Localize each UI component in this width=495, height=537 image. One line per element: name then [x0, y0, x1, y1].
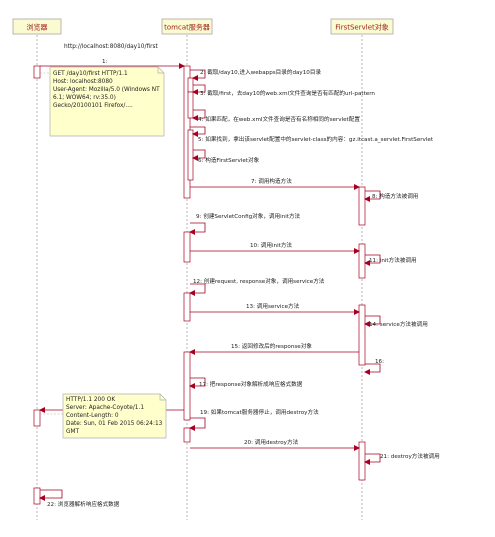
response-note-line-4: Date: Sun, 01 Feb 2015 06:24:13: [66, 421, 163, 427]
msg-label-22: 22: 浏览器解析响应格式数据: [47, 500, 120, 508]
activation-servlet-2: [358, 243, 366, 279]
arrow-msg-19: [189, 417, 206, 431]
activation-browser-1: [33, 65, 41, 79]
arrow-msg-8: [364, 190, 381, 202]
msg-label-9: 9: 创建ServletConfig对象，调用init方法: [196, 212, 301, 220]
msg-label-13: 13: 调用service方法: [246, 302, 300, 310]
msg-label-4: 4: 如果匹配，在web.xml文件查询是否有名称相同的servlet配置: [198, 115, 360, 123]
arrow-msg-11: [364, 254, 381, 266]
arrow-msg-5: [190, 126, 206, 137]
activation-servlet-1: [358, 186, 366, 226]
msg-label-10: 10: 调用init方法: [250, 241, 292, 249]
msg-label-15: 15: 返回修改后的response对象: [231, 342, 312, 350]
participant-servlet-label: FirstServlet对象: [335, 23, 389, 32]
arrow-msg-17: [189, 377, 206, 389]
arrow-msg-16: [364, 363, 381, 375]
arrow-msg-6: [192, 149, 206, 161]
participant-tomcat: tomcat服务器: [161, 18, 213, 35]
msg-label-2: 2: 截取/day10,进入webapps目录的day10目录: [200, 68, 321, 76]
msg-label-16: 16:: [375, 359, 384, 365]
participant-tomcat-label: tomcat服务器: [164, 23, 210, 32]
msg-label-6: 6: 构造FirstServlet对象: [198, 156, 260, 164]
msg-label-12: 12: 创建request, response对象，调用service方法: [193, 277, 325, 285]
msg-label-21: 21: destroy方法被调用: [380, 452, 440, 460]
request-note-line-3: User-Agent: Mozilla/5.0 (Windows NT: [53, 87, 160, 93]
activation-tomcat-6: [183, 292, 191, 322]
msg-label-17: 17: 把response对象解析成响应格式数据: [199, 380, 303, 388]
activation-tomcat-2: [187, 77, 194, 93]
request-note-line-2: Host: localhost:8080: [53, 79, 113, 85]
activation-browser-3: [33, 487, 41, 505]
msg-label-20: 20: 调用destroy方法: [244, 438, 299, 446]
note-http-request: GET /day10/first HTTP/1.1 Host: localhos…: [40, 66, 165, 137]
request-note-line-1: GET /day10/first HTTP/1.1: [53, 71, 128, 77]
arrow-msg-2: [190, 69, 206, 81]
activation-tomcat-7: [183, 351, 191, 421]
activation-tomcat-4: [187, 129, 194, 181]
request-note-line-4: 6.1; WOW64; rv:35.0): [53, 95, 116, 101]
participant-servlet: FirstServlet对象: [330, 18, 394, 35]
arrow-msg-22: [39, 489, 63, 501]
participant-browser-label: 浏览器: [27, 23, 48, 32]
arrow-msg-4: [192, 109, 206, 121]
msg-label-3: 3: 截取/first，去day10的web.xml文件查询是否有匹配的url-…: [200, 89, 375, 97]
response-note-line-1: HTTP/1.1 200 OK: [66, 397, 115, 403]
msg-label-1: 1:: [102, 59, 108, 65]
activation-browser-2: [33, 409, 41, 427]
msg-label-7: 7: 调用构造方法: [251, 177, 292, 185]
request-note-line-5: Gecko/20100101 Firefox/....: [53, 103, 133, 109]
msg-label-5: 5: 如果找到，拿出该servlet配置中的servlet-class的内容：g…: [198, 135, 434, 143]
arrow-msg-21: [364, 453, 381, 465]
response-note-line-3: Content-Length: 0: [66, 413, 119, 419]
activation-tomcat-8: [183, 427, 191, 443]
arrow-msg-3: [192, 84, 206, 95]
activation-tomcat-5: [183, 231, 191, 263]
activation-tomcat-3: [187, 91, 194, 119]
msg-label-14: 14: service方法被调用: [369, 320, 428, 328]
arrow-msg-12: [189, 283, 206, 296]
response-note-line-2: Server: Apache-Coyote/1.1: [66, 405, 144, 411]
activation-servlet-4: [358, 441, 366, 481]
arrow-msg-9: [189, 222, 206, 235]
response-note-line-5: GMT: [66, 429, 79, 435]
msg-label-19: 19: 如果tomcat服务器停止，调用destroy方法: [200, 408, 319, 416]
activation-servlet-3: [358, 304, 366, 366]
msg-label-8: 8: 构造方法被调用: [372, 192, 418, 200]
arrow-msg-14: [364, 315, 381, 327]
request-url: http://localhost:8080/day10/first: [64, 44, 158, 50]
msg-label-11: 11: init方法被调用: [369, 256, 417, 264]
note-http-response: HTTP/1.1 200 OK Server: Apache-Coyote/1.…: [40, 393, 167, 439]
participant-browser: 浏览器: [12, 18, 62, 35]
